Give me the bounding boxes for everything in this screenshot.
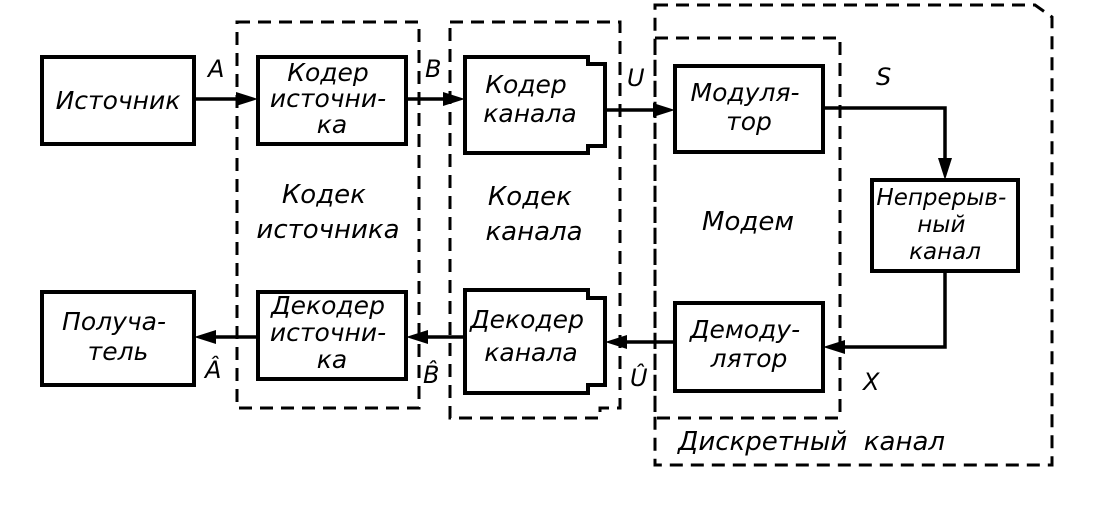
signal-x-label: X — [861, 368, 880, 396]
channel-codec-frame — [448, 20, 622, 420]
channel-decoder-label: Декодер канала — [469, 305, 592, 367]
arrowhead-b-hat — [406, 330, 428, 344]
signal-u-hat-label: Û — [630, 362, 648, 392]
channel-decoder-block — [463, 288, 607, 395]
signal-a-label: A — [206, 55, 224, 83]
discrete-channel-frame — [653, 3, 1054, 467]
discrete-channel-label: Дискретный канал — [677, 427, 945, 457]
arrowhead-x — [823, 340, 845, 354]
receiver-block — [40, 290, 196, 387]
modem-label: Модем — [702, 207, 794, 237]
channel-encoder-block — [463, 55, 607, 155]
source-encoder-label: Кодер источни- ка — [270, 58, 394, 139]
source-codec-frame — [235, 20, 421, 410]
connector-continuous-channel-to-demodulator — [837, 271, 947, 349]
signal-s-label: S — [876, 63, 891, 91]
arrowhead-b — [443, 92, 465, 106]
signal-u-label: U — [627, 64, 645, 92]
demodulator-label: Демоду- лятор — [689, 315, 808, 373]
continuous-channel-label: Непрерыв- ный канал — [876, 185, 1013, 265]
connector-modulator-to-continuous-channel — [823, 106, 947, 166]
arrowhead-u — [653, 103, 675, 117]
signal-b-label: B — [425, 55, 441, 83]
arrowhead-s — [938, 158, 952, 180]
source-label: Источник — [56, 86, 181, 115]
arrowhead-u-hat — [605, 335, 627, 349]
arrowhead-a-hat — [194, 330, 216, 344]
source-codec-label: Кодек источника — [256, 180, 399, 245]
receiver-label: Получа- тель — [62, 307, 174, 366]
modulator-label: Модуля- тор — [691, 78, 808, 136]
channel-codec-label: Кодек канала — [485, 182, 582, 247]
channel-encoder-label: Кодер канала — [483, 70, 576, 128]
modem-frame — [653, 36, 842, 420]
source-decoder-label: Декодер источни- ка — [270, 291, 394, 374]
signal-b-hat-label: B̂ — [423, 361, 439, 389]
arrowhead-a — [236, 92, 258, 106]
signal-a-hat-label: Â — [203, 355, 221, 384]
